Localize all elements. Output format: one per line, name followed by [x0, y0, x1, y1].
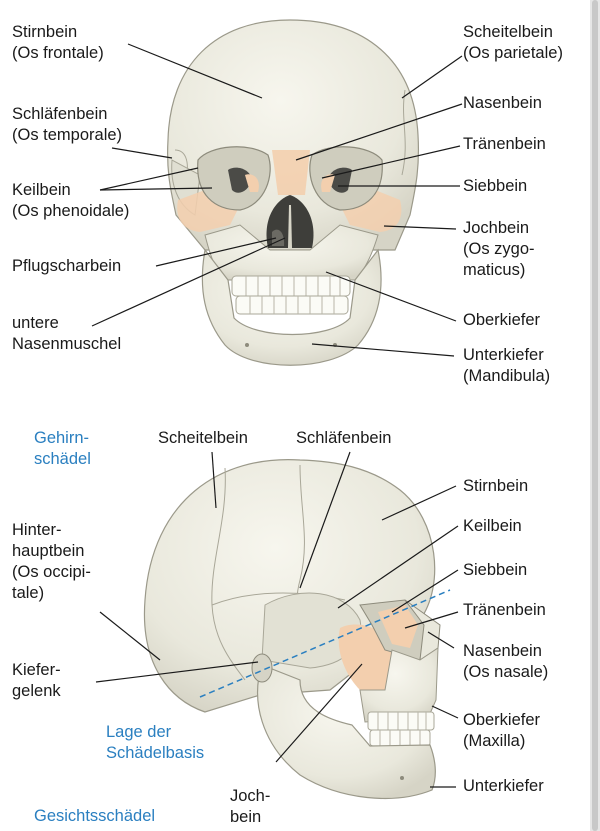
front-skull — [168, 20, 419, 365]
label-side-siebbein: Siebbein — [463, 560, 527, 581]
label-oberkiefer: Oberkiefer — [463, 310, 540, 331]
label-side-unterkiefer: Unterkiefer — [463, 776, 544, 797]
label-side-kiefergelenk: Kiefer- gelenk — [12, 660, 61, 702]
label-side-oberkiefer: Oberkiefer (Maxilla) — [463, 710, 540, 752]
leader-scheitelbein — [402, 56, 462, 98]
label-side-traenenbein: Tränenbein — [463, 600, 546, 621]
label-side-hinterhauptbein: Hinter- hauptbein (Os occipi- tale) — [12, 520, 91, 604]
label-side-keilbein: Keilbein — [463, 516, 522, 537]
label-side-schlaefenbein: Schläfenbein — [296, 428, 391, 449]
label-scheitelbein: Scheitelbein (Os parietale) — [463, 22, 563, 64]
label-side-scheitelbein: Scheitelbein — [158, 428, 248, 449]
leader-side-oberkiefer — [432, 706, 458, 718]
label-keilbein: Keilbein (Os phenoidale) — [12, 180, 129, 222]
label-siebbein: Siebbein — [463, 176, 527, 197]
front-lower-teeth — [236, 296, 348, 314]
label-side-jochbein: Joch- bein — [230, 786, 270, 828]
label-lage-schaedelbasis: Lage der Schädelbasis — [106, 722, 204, 764]
leader-schlaefenbein — [112, 148, 172, 158]
label-pflugscharbein: Pflugscharbein — [12, 256, 121, 277]
label-side-nasenbein: Nasenbein (Os nasale) — [463, 641, 548, 683]
side-teeth — [368, 712, 434, 746]
label-stirnbein: Stirnbein (Os frontale) — [12, 22, 104, 64]
label-jochbein: Jochbein (Os zygo- maticus) — [463, 218, 535, 281]
label-gesichtsschaedel: Gesichtsschädel — [34, 806, 155, 827]
scrollbar-thumb[interactable] — [592, 0, 598, 831]
label-unterkiefer: Unterkiefer (Mandibula) — [463, 345, 550, 387]
label-gehirnschaedel: Gehirn- schädel — [34, 428, 91, 470]
label-side-stirnbein: Stirnbein — [463, 476, 528, 497]
label-untere-nasenmuschel: untere Nasenmuschel — [12, 313, 121, 355]
label-schlaefenbein: Schläfenbein (Os temporale) — [12, 104, 122, 146]
label-traenenbein: Tränenbein — [463, 134, 546, 155]
front-upper-teeth — [232, 276, 350, 296]
label-nasenbein: Nasenbein — [463, 93, 542, 114]
